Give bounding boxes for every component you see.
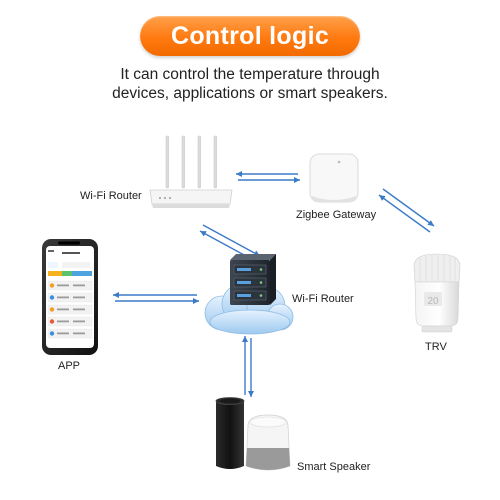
label-cloud-wifi-router: Wi-Fi Router [292,293,354,305]
arrow-router-to-cloud [202,224,261,257]
label-trv: TRV [425,341,447,353]
zigbee-gateway-icon [309,153,359,203]
subtitle-line-1: It can control the temperature through [120,66,380,83]
label-smart-speaker: Smart Speaker [297,461,371,473]
smartphone-icon [42,239,98,355]
page-subtitle: It can control the temperature through d… [60,65,440,103]
label-app: APP [58,360,81,372]
connection-arrows [113,171,435,397]
subtitle-line-2: devices, applications or smart speakers. [112,85,388,102]
trv-display-value: 20 [427,296,439,307]
page-title: Control logic [140,16,360,56]
label-zigbee-gateway: Zigbee Gateway [296,209,377,221]
smart-speaker-icon [215,397,291,471]
thermostatic-valve-icon [413,253,461,333]
label-wifi-router: Wi-Fi Router [80,190,142,202]
wifi-router-icon [149,135,233,208]
cloud-server-icon [204,254,294,335]
arrow-trv-to-gateway [378,194,431,233]
arrow-gateway-to-trv [382,188,435,227]
